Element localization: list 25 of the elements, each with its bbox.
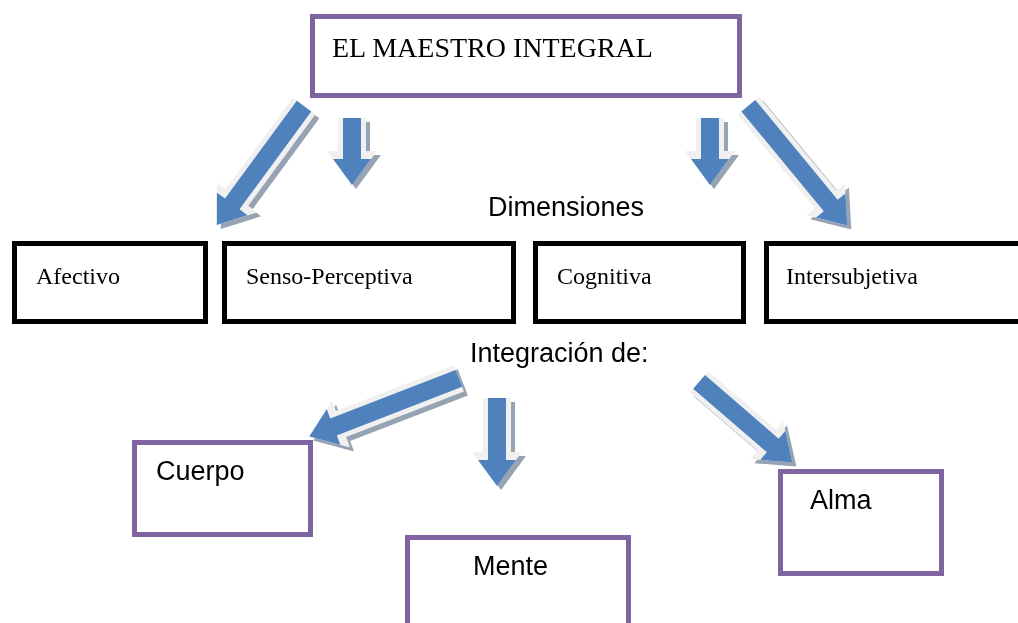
block-arrow	[216, 97, 320, 229]
box-label: Cuerpo	[156, 456, 245, 487]
dimension-box	[222, 241, 516, 324]
box-label: Intersubjetiva	[786, 263, 918, 290]
block-arrow	[737, 96, 852, 230]
dimension-box	[764, 241, 1018, 324]
box-label: Cognitiva	[557, 263, 652, 290]
concept-box	[132, 440, 313, 537]
title-box	[310, 14, 742, 98]
dimension-box	[533, 241, 746, 324]
concept-box	[778, 469, 944, 576]
block-arrow	[472, 398, 526, 490]
concept-box	[405, 535, 631, 623]
block-arrow	[685, 118, 739, 189]
block-arrow	[309, 365, 468, 452]
box-label: Afectivo	[36, 263, 120, 290]
box-label: Alma	[810, 485, 872, 516]
caption-text: Integración de:	[470, 338, 649, 369]
box-label: Senso-Perceptiva	[246, 263, 413, 290]
section-heading: Dimensiones	[488, 192, 645, 223]
box-label: Mente	[473, 551, 549, 582]
block-arrow	[327, 118, 381, 189]
dimension-box	[12, 241, 208, 324]
box-label: EL MAESTRO INTEGRAL	[332, 32, 653, 64]
block-arrow	[689, 371, 797, 467]
